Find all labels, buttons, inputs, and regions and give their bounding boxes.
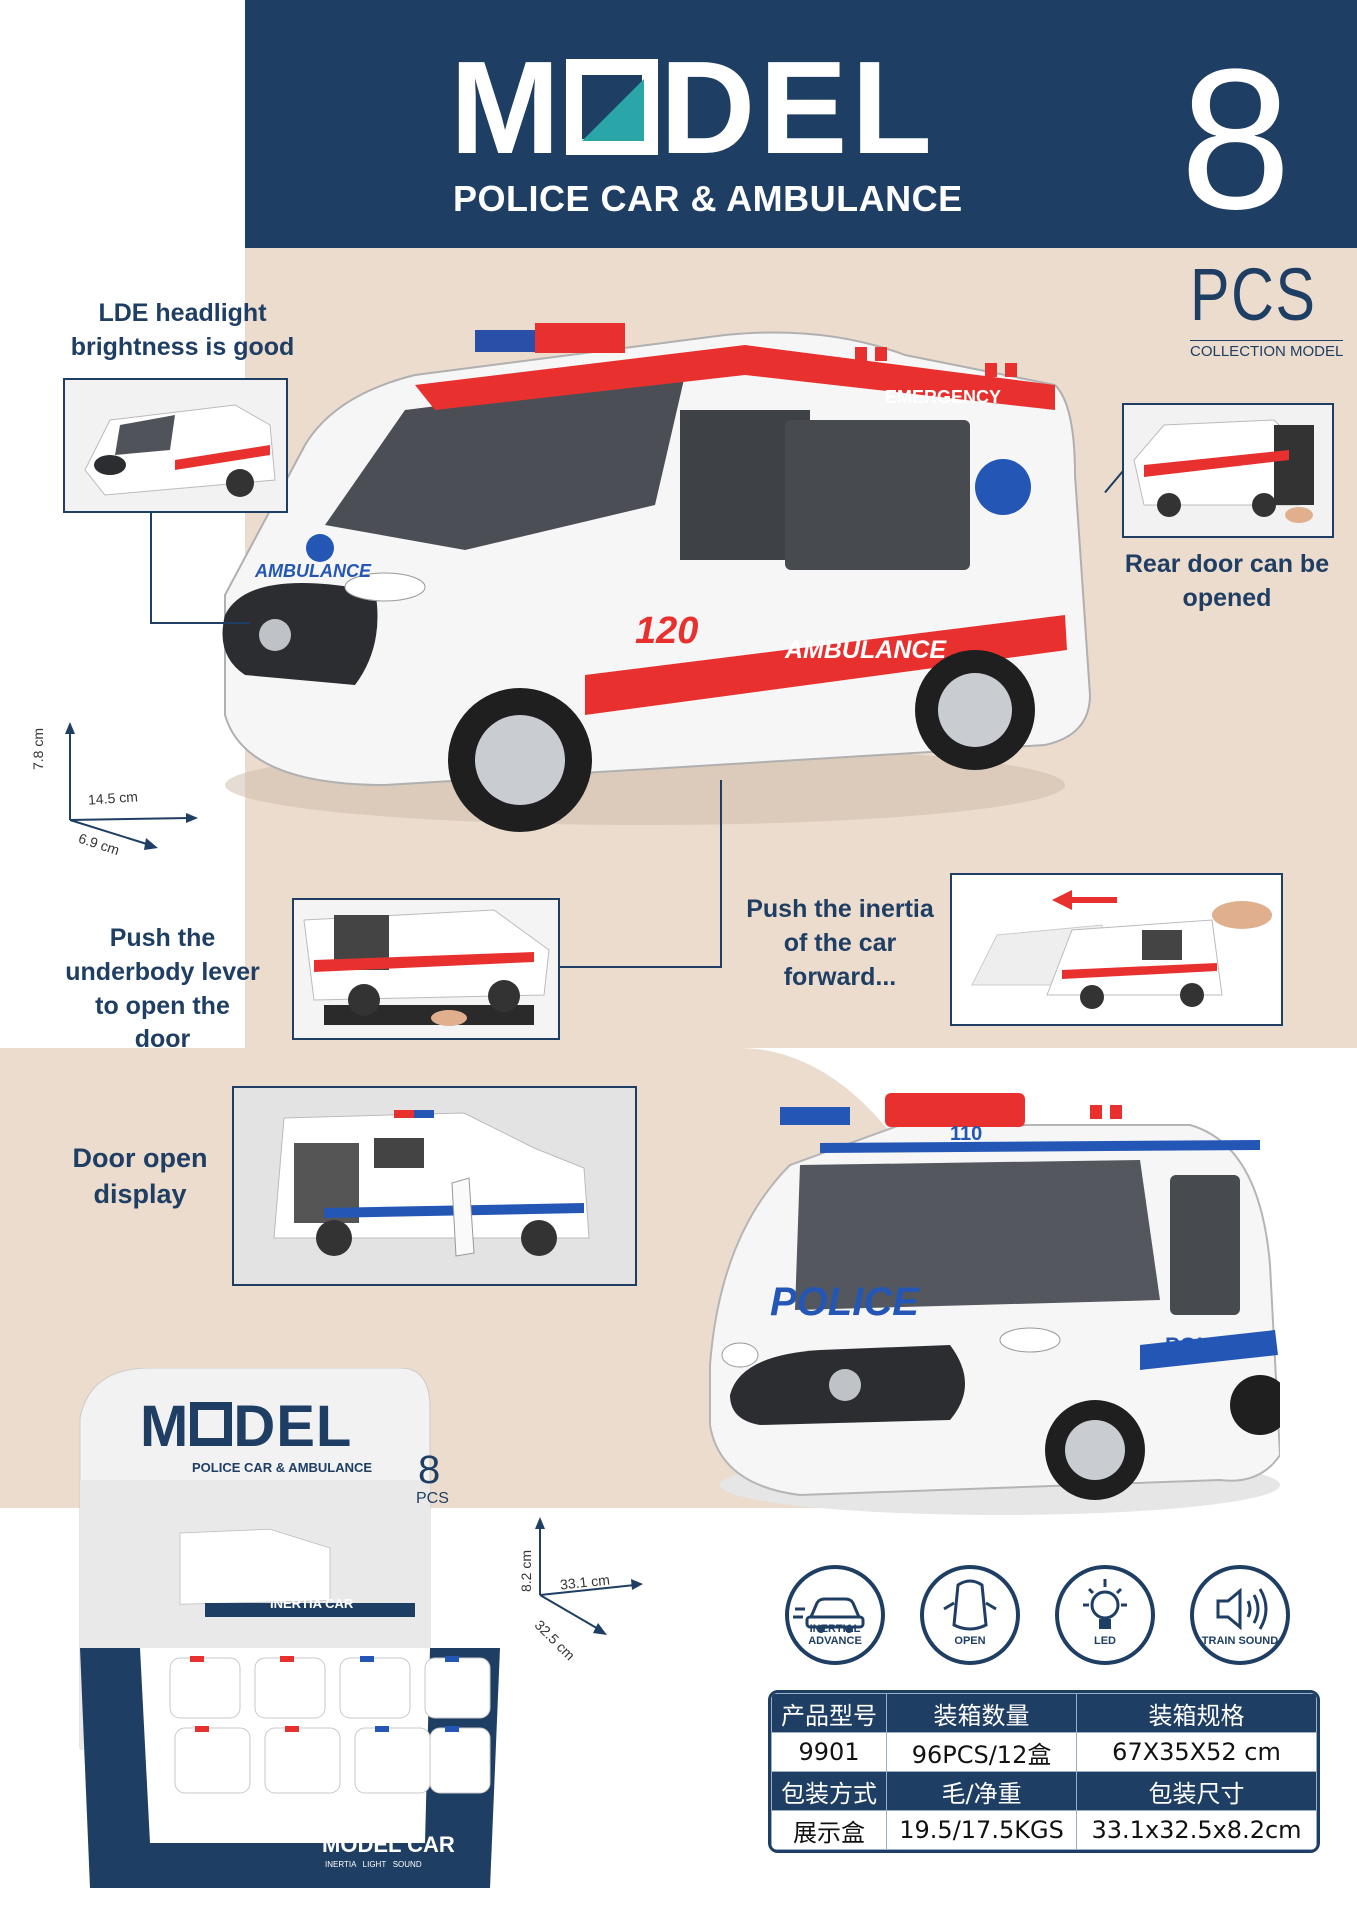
pcs-label: PCS bbox=[1190, 253, 1317, 336]
connector-headlight-v bbox=[150, 513, 152, 623]
dimension-height: 7.8 cm bbox=[30, 727, 46, 770]
police-hood-label: POLICE bbox=[770, 1280, 920, 1324]
spec-value-weight: 19.5/17.5KGS bbox=[885, 1810, 1078, 1850]
photo-inertia bbox=[950, 873, 1283, 1026]
display-box-front-label: MODEL CAR bbox=[322, 1832, 455, 1857]
feature-inertial-advance: INERTIAL ADVANCE bbox=[785, 1565, 885, 1665]
feature-train-sound: TRAIN SOUND bbox=[1190, 1565, 1290, 1665]
callout-door-open: Door open display bbox=[72, 1143, 208, 1210]
photo-underbody-image bbox=[294, 900, 558, 1038]
dimension-arrows-box bbox=[535, 1517, 643, 1635]
callout-rear-door: Rear door can be opened bbox=[1124, 550, 1330, 612]
feature-inertial-label: INERTIAL ADVANCE bbox=[808, 1622, 862, 1647]
speaker-icon bbox=[1216, 1587, 1268, 1631]
display-logo-o-icon bbox=[190, 1402, 233, 1446]
car-icon bbox=[793, 1597, 865, 1633]
police-110-label: 110 bbox=[950, 1123, 982, 1145]
ambulance-side-label: AMBULANCE bbox=[784, 636, 947, 664]
subtitle: POLICE CAR & AMBULANCE bbox=[453, 178, 963, 219]
spec-value-size: 33.1x32.5x8.2cm bbox=[1076, 1810, 1317, 1850]
box-dimension-height: 8.2 cm bbox=[518, 1549, 534, 1592]
callout-inertia: Push the inertia of the car forward... bbox=[746, 895, 934, 991]
spec-value-packing: 展示盒 bbox=[771, 1810, 887, 1850]
feature-open: OPEN bbox=[920, 1565, 1020, 1665]
spec-header-quantity: 装箱数量 bbox=[885, 1693, 1078, 1733]
display-box-inertia-label: INERTIA CAR bbox=[270, 1596, 354, 1611]
connector-underbody-h bbox=[558, 966, 722, 968]
police-main-image: POLICE POLICE 110 bbox=[709, 1093, 1280, 1515]
feature-sound-label: TRAIN SOUND bbox=[1201, 1634, 1279, 1647]
spec-table: 产品型号 装箱数量 装箱规格 9901 96PCS/12盒 67X35X52 c… bbox=[768, 1690, 1320, 1853]
photo-door-open bbox=[232, 1086, 637, 1286]
display-box-age: 3+ bbox=[565, 1833, 583, 1850]
feature-led-label: LED bbox=[1094, 1634, 1116, 1647]
connector-headlight-h bbox=[150, 622, 250, 624]
display-box-image bbox=[79, 1368, 500, 1888]
photo-rear-door-image bbox=[1124, 405, 1332, 536]
callout-underbody: Push the underbody lever to open the doo… bbox=[65, 924, 260, 1054]
photo-underbody bbox=[292, 898, 560, 1040]
display-box-pcs: PCS bbox=[416, 1490, 449, 1507]
logo-o-icon bbox=[565, 59, 658, 155]
photo-door-open-image bbox=[234, 1088, 635, 1284]
spec-header-weight: 毛/净重 bbox=[885, 1771, 1078, 1811]
display-box-features: INERTIA LIGHT SOUND bbox=[325, 1860, 422, 1869]
spec-value-carton: 67X35X52 cm bbox=[1076, 1732, 1317, 1772]
photo-inertia-image bbox=[952, 875, 1281, 1024]
photo-headlight-image bbox=[65, 380, 286, 511]
ambulance-120-label: 120 bbox=[635, 610, 698, 652]
dimension-arrows-van bbox=[65, 722, 198, 850]
emergency-label: EMERGENCY bbox=[885, 387, 1001, 407]
spec-header-size: 包装尺寸 bbox=[1076, 1771, 1317, 1811]
feature-open-label: OPEN bbox=[954, 1634, 986, 1647]
count-number: 8 bbox=[1180, 28, 1292, 251]
police-side-label: POLICE bbox=[1165, 1333, 1247, 1358]
feature-led: LED bbox=[1055, 1565, 1155, 1665]
collection-label: COLLECTION MODEL bbox=[1190, 340, 1344, 360]
spec-header-carton: 装箱规格 bbox=[1076, 1693, 1317, 1733]
callout-headlight: LDE headlight brightness is good bbox=[70, 299, 295, 361]
spec-value-quantity: 96PCS/12盒 bbox=[885, 1732, 1078, 1772]
display-box-count: 8 bbox=[418, 1448, 441, 1492]
header-banner bbox=[245, 0, 1357, 248]
car-top-icon bbox=[943, 1579, 997, 1631]
spec-header-packing: 包装方式 bbox=[771, 1771, 887, 1811]
ambulance-hood-label: AMBULANCE bbox=[254, 561, 372, 581]
spec-value-model: 9901 bbox=[771, 1732, 887, 1772]
display-box-subtitle: POLICE CAR & AMBULANCE bbox=[192, 1460, 373, 1475]
spec-header-model: 产品型号 bbox=[771, 1693, 887, 1733]
ambulance-main-image: 120 AMBULANCE EMERGENCY AMBULANCE bbox=[222, 323, 1092, 832]
photo-headlight bbox=[63, 378, 288, 513]
photo-rear-door bbox=[1122, 403, 1334, 538]
connector-underbody-v bbox=[720, 780, 722, 968]
bulb-icon bbox=[1083, 1579, 1127, 1629]
